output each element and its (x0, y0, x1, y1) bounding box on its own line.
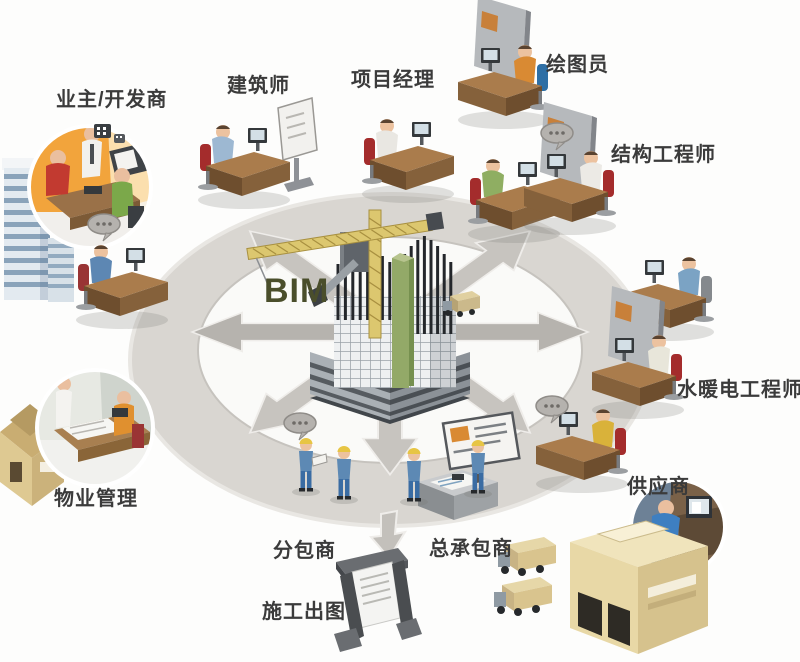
workstation-owner-representative (76, 245, 168, 329)
speech-bubble-icon (283, 412, 317, 441)
property-management-inset (35, 368, 155, 488)
label-project-manager: 项目经理 (351, 69, 435, 91)
central-bim-building (246, 209, 470, 424)
site-workers (292, 438, 492, 506)
qr-icon (94, 124, 125, 143)
speech-bubble-icon (87, 213, 121, 242)
contractor-worker-2 (464, 440, 492, 498)
workstation-architect (198, 97, 318, 209)
arrow-0deg (441, 311, 591, 353)
tower-crane-boom (246, 211, 445, 288)
label-subcontractor: 分包商 (273, 540, 336, 562)
label-architect: 建筑师 (227, 75, 290, 97)
bim-center-label: BIM (264, 272, 330, 310)
arrow-180deg (189, 311, 339, 353)
label-structural-engineer: 结构工程师 (611, 144, 716, 166)
label-mep-engineer: 水暖电工程师 (677, 379, 800, 401)
speech-bubbles (87, 122, 574, 441)
delivery-truck (498, 537, 556, 576)
subcontractor-worker-2 (330, 446, 358, 504)
contractor-worker-1 (400, 448, 428, 506)
workstation-project-manager (362, 119, 454, 203)
center-truck (443, 291, 480, 317)
label-supplier: 供应商 (627, 476, 690, 498)
down-arrow-to-plotter (368, 509, 408, 560)
speech-bubble-icon (535, 395, 569, 424)
label-draftsman: 绘图员 (546, 54, 609, 76)
label-property-management: 物业管理 (54, 488, 138, 510)
subcontractor-worker-1 (292, 438, 328, 496)
workstation-ring-worker-yellow (536, 409, 628, 493)
plotter (334, 548, 422, 652)
label-owner-developer: 业主/开发商 (56, 89, 168, 111)
workstation-draftsman (458, 0, 550, 129)
office-tower (2, 158, 74, 302)
delivery-truck-2 (494, 577, 552, 616)
speech-bubble-icon (540, 122, 574, 151)
workstation-mep-engineer (592, 286, 684, 419)
owner-meeting-inset (27, 124, 153, 250)
label-construction-drawings: 施工出图 (262, 601, 346, 623)
label-general-contractor: 总承包商 (429, 538, 513, 560)
supplier-warehouse (570, 520, 708, 654)
